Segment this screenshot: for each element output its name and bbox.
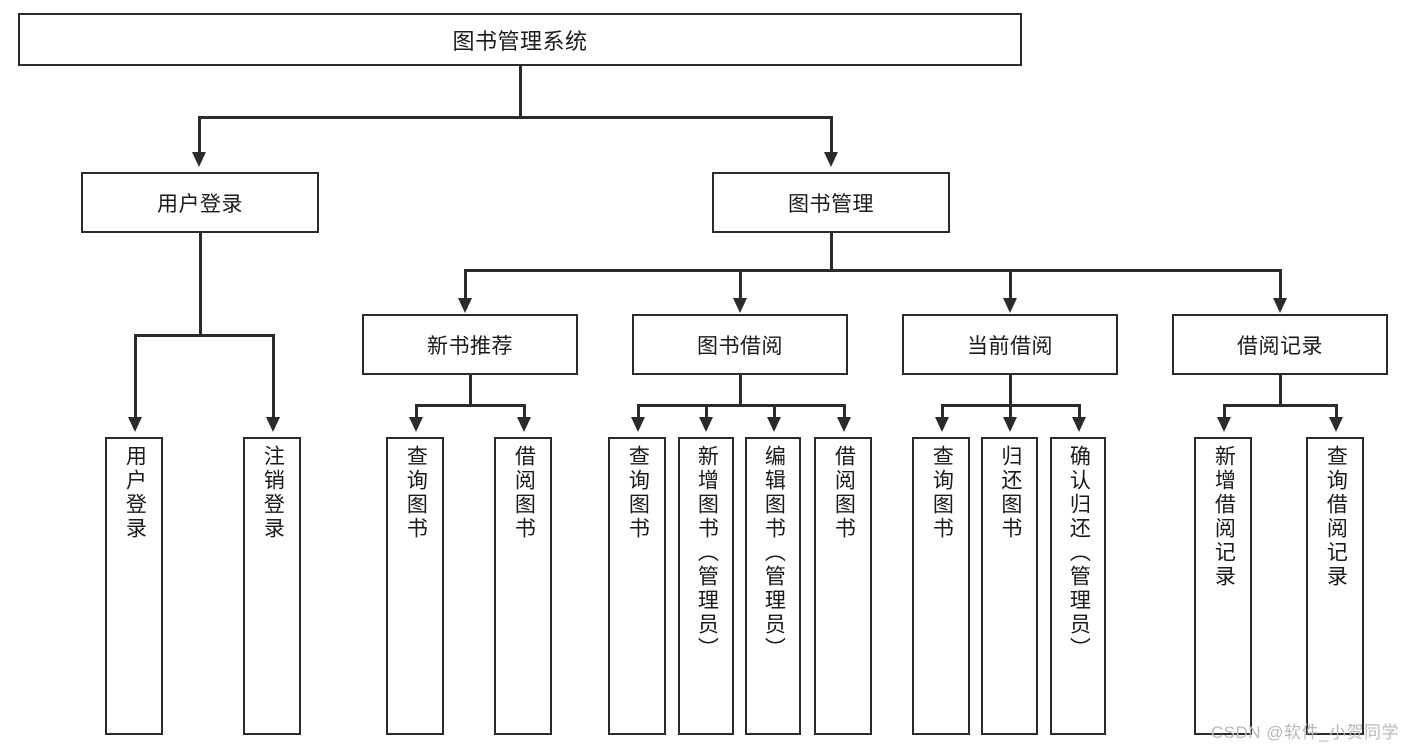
leaf-label: 新增图书（管理员） — [695, 445, 719, 661]
connector-book-borrow-stem — [739, 375, 742, 405]
arrow-leaf-add-book — [699, 417, 713, 432]
arrow-leaf-edit-book — [767, 417, 781, 432]
arrow-leaf-add-record — [1217, 417, 1231, 432]
leaf-label: 新增借阅记录 — [1212, 445, 1236, 589]
connector-borrow-record-c1 — [1223, 404, 1226, 418]
leaf-label: 查询图书 — [626, 445, 650, 541]
arrow-leaf-query-book-1 — [409, 417, 423, 432]
connector-book-borrow-c4 — [843, 404, 846, 418]
connector-to-current-borrow — [1009, 269, 1012, 299]
leaf-label: 查询借阅记录 — [1324, 445, 1348, 589]
arrow-leaf-user-logout — [266, 417, 280, 432]
arrow-to-borrow-record — [1273, 298, 1287, 313]
node-leaf-query-record[interactable]: 查询借阅记录 — [1306, 437, 1364, 735]
node-leaf-return-book[interactable]: 归还图书 — [981, 437, 1038, 735]
node-current-borrow-label: 当前借阅 — [967, 334, 1053, 358]
node-book-borrow[interactable]: 图书借阅 — [632, 314, 848, 375]
connector-borrow-record-c2 — [1335, 404, 1338, 418]
connector-to-book-borrow — [739, 269, 742, 299]
connector-current-borrow-c2 — [1009, 404, 1012, 418]
connector-to-user-login — [198, 116, 201, 154]
connector-current-borrow-stem — [1009, 375, 1012, 405]
arrow-to-book-borrow — [733, 298, 747, 313]
node-book-manage[interactable]: 图书管理 — [712, 172, 950, 233]
connector-new-book-stem — [469, 375, 472, 405]
leaf-label: 编辑图书（管理员） — [762, 445, 786, 661]
node-current-borrow[interactable]: 当前借阅 — [902, 314, 1118, 375]
arrow-leaf-query-book-3 — [935, 417, 949, 432]
node-leaf-query-book-3[interactable]: 查询图书 — [912, 437, 970, 735]
node-leaf-query-book-1[interactable]: 查询图书 — [386, 437, 444, 735]
node-leaf-add-book[interactable]: 新增图书（管理员） — [678, 437, 734, 735]
connector-new-book-c2 — [523, 404, 526, 418]
arrow-leaf-confirm-return — [1072, 417, 1086, 432]
connector-current-borrow-c3 — [1078, 404, 1081, 418]
arrow-to-new-book — [458, 298, 472, 313]
connector-user-login-right — [272, 334, 275, 418]
connector-level1-bus — [198, 116, 832, 119]
connector-to-book-manage — [830, 116, 833, 154]
leaf-label: 归还图书 — [998, 445, 1022, 541]
connector-user-login-bus — [134, 334, 274, 337]
node-book-manage-label: 图书管理 — [788, 192, 874, 216]
connector-new-book-bus — [415, 404, 525, 407]
node-leaf-confirm-return[interactable]: 确认归还（管理员） — [1050, 437, 1106, 735]
arrow-leaf-user-login — [128, 417, 142, 432]
connector-to-borrow-record — [1279, 269, 1282, 299]
connector-new-book-c1 — [415, 404, 418, 418]
node-leaf-borrow-book-1[interactable]: 借阅图书 — [494, 437, 552, 735]
connector-book-borrow-c3 — [773, 404, 776, 418]
connector-book-manage-stem — [830, 233, 833, 270]
leaf-label: 借阅图书 — [832, 445, 856, 541]
arrow-leaf-borrow-book-1 — [517, 417, 531, 432]
connector-current-borrow-c1 — [941, 404, 944, 418]
connector-book-borrow-c1 — [637, 404, 640, 418]
node-borrow-record-label: 借阅记录 — [1237, 334, 1323, 358]
arrow-leaf-return-book — [1003, 417, 1017, 432]
connector-user-login-stem — [199, 233, 202, 335]
node-user-login-label: 用户登录 — [157, 192, 243, 216]
node-leaf-user-logout[interactable]: 注销登录 — [243, 437, 301, 735]
connector-borrow-record-bus — [1223, 404, 1337, 407]
leaf-label: 用户登录 — [123, 445, 147, 541]
leaf-label: 查询图书 — [930, 445, 954, 541]
node-new-book-recommend[interactable]: 新书推荐 — [362, 314, 578, 375]
arrow-to-book-manage — [824, 152, 838, 167]
connector-book-borrow-c2 — [705, 404, 708, 418]
connector-to-new-book — [464, 269, 467, 299]
arrow-leaf-query-book-2 — [631, 417, 645, 432]
arrow-to-user-login — [192, 152, 206, 167]
csdn-watermark: CSDN @软件_小贺同学 — [1210, 723, 1399, 742]
leaf-label: 查询图书 — [404, 445, 428, 541]
node-leaf-add-record[interactable]: 新增借阅记录 — [1194, 437, 1252, 735]
node-root[interactable]: 图书管理系统 — [18, 13, 1022, 66]
node-new-book-recommend-label: 新书推荐 — [427, 334, 513, 358]
arrow-leaf-borrow-book-2 — [837, 417, 851, 432]
node-user-login[interactable]: 用户登录 — [81, 172, 319, 233]
connector-user-login-left — [134, 334, 137, 418]
arrow-to-current-borrow — [1003, 298, 1017, 313]
connector-level2-bus — [464, 269, 1280, 272]
node-root-label: 图书管理系统 — [452, 28, 588, 54]
node-leaf-borrow-book-2[interactable]: 借阅图书 — [814, 437, 872, 735]
node-leaf-edit-book[interactable]: 编辑图书（管理员） — [745, 437, 801, 735]
node-leaf-query-book-2[interactable]: 查询图书 — [608, 437, 666, 735]
leaf-label: 注销登录 — [261, 445, 285, 541]
node-book-borrow-label: 图书借阅 — [697, 334, 783, 358]
connector-book-borrow-bus — [637, 404, 845, 407]
node-borrow-record[interactable]: 借阅记录 — [1172, 314, 1388, 375]
node-leaf-user-login[interactable]: 用户登录 — [105, 437, 163, 735]
connector-borrow-record-stem — [1279, 375, 1282, 405]
leaf-label: 借阅图书 — [512, 445, 536, 541]
arrow-leaf-query-record — [1329, 417, 1343, 432]
leaf-label: 确认归还（管理员） — [1067, 445, 1091, 661]
connector-root-stem — [519, 66, 522, 117]
